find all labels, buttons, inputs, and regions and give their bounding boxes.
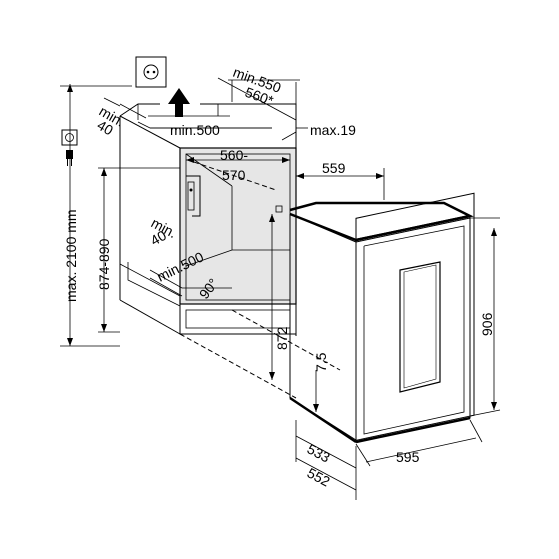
depth-552-label: 552	[305, 465, 333, 490]
niche-height-label: 874-890	[96, 238, 112, 290]
max-gap-label: max.19	[310, 122, 356, 138]
appliance-height-label: 906	[479, 312, 495, 336]
dimension-lines	[60, 77, 501, 500]
niche-width-line1: 560-	[220, 147, 248, 163]
depth-533-label: 533	[305, 441, 333, 466]
wall-socket-icon	[135, 56, 167, 88]
min-width-top-label: min.500	[170, 122, 220, 138]
airflow-up-arrow-icon	[168, 88, 190, 117]
min-depth-bottom-value: 40	[148, 227, 170, 249]
wine-cabinet-appliance	[289, 192, 475, 444]
plinth-height-label: 872	[274, 326, 290, 350]
max-height-label: max. 2100 mm	[63, 209, 79, 302]
niche-width-line2: 570	[222, 167, 246, 183]
appliance-depth-label: 559	[322, 160, 346, 176]
cabinet-niche	[119, 103, 341, 399]
electric-plug-icon	[61, 129, 78, 166]
min-depth-top-value: 40	[95, 117, 117, 139]
door-offset-label: 7,5	[313, 352, 329, 372]
appliance-width-label: 595	[396, 449, 420, 465]
